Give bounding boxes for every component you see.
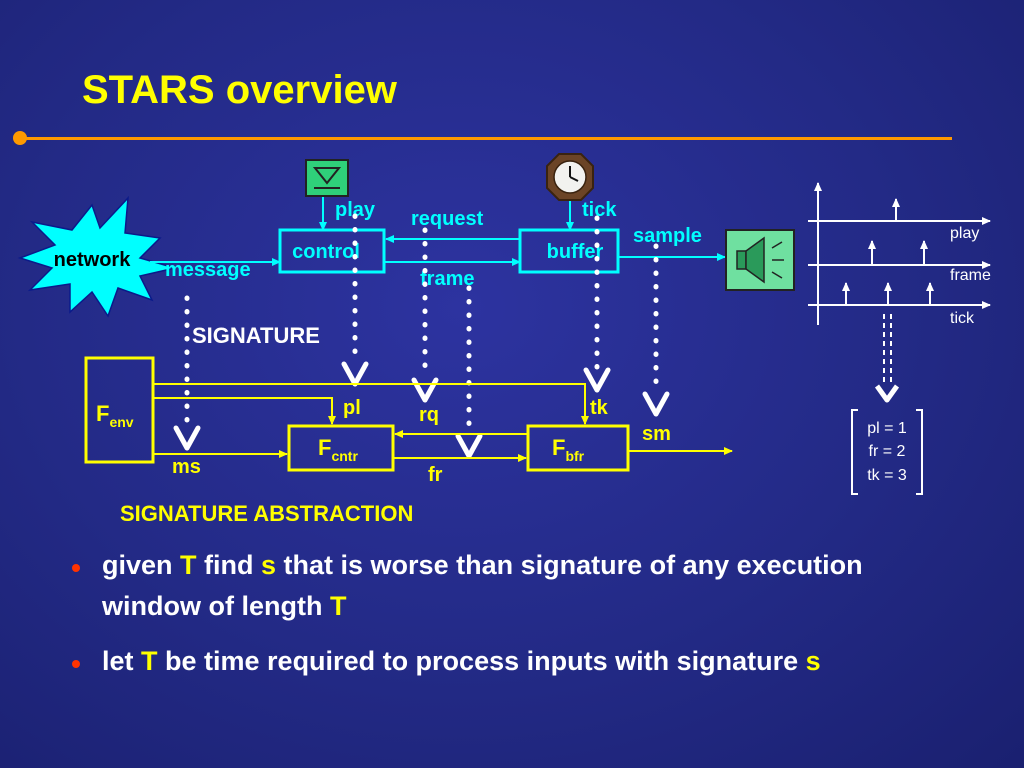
f-cntr-main: F [318,435,331,460]
signature-arrows [184,213,659,437]
f-cntr-sub: cntr [331,448,358,464]
f-env-main: F [96,401,109,426]
request-label: request [411,208,484,230]
message-label: message [165,259,251,281]
f-env-label: Fenv [96,401,134,430]
network-label: network [54,249,132,271]
f-cntr-label: Fcntr [318,435,358,464]
ms-label: ms [172,456,201,478]
abstraction-label: SIGNATURE ABSTRACTION [120,501,413,526]
value-pl: pl = 1 [867,420,907,437]
event-timeline [808,182,991,325]
value-tk: tk = 3 [867,467,907,484]
tick-label: tick [582,199,617,221]
pl-label: pl [343,397,361,419]
speaker-input-icon [305,159,349,197]
signature-label: SIGNATURE [192,323,320,348]
fr-label: fr [428,464,443,486]
rq-label: rq [419,404,439,426]
clock-icon [546,153,594,201]
signature-arrowheads [173,361,670,459]
f-bfr-main: F [552,435,565,460]
network-node: network [17,195,176,318]
title-rule-dot [13,131,27,145]
f-bfr-label: Fbfr [552,435,585,464]
tk-label: tk [590,397,609,419]
control-label: control [292,241,360,263]
sample-label: sample [633,225,702,247]
bullet-text: let T be time required to process inputs… [102,646,821,676]
bullet-list: given T find s that is worse than signat… [70,545,870,696]
f-cntr-box [287,424,395,472]
f-bfr-sub: bfr [565,448,584,464]
sm-label: sm [642,423,671,445]
bullet-dot [72,564,80,572]
timeline-tick-label: tick [950,310,975,327]
play-label: play [335,199,376,221]
buffer-label: buffer [547,241,604,263]
bullet-text: given T find s that is worse than signat… [102,550,863,621]
title-rule [26,137,952,140]
timeline-frame-label: frame [950,267,991,284]
stars-diagram: network control buffer play request tick… [17,153,991,526]
speaker-icon [725,229,795,291]
bullet-item: let T be time required to process inputs… [70,641,870,682]
control-box [278,228,386,274]
timeline-play-label: play [950,225,979,242]
bullet-dot [72,660,80,668]
bullet-item: given T find s that is worse than signat… [70,545,870,627]
timeline-down-arrow [874,314,900,403]
value-fr: fr = 2 [869,443,906,460]
network-burst [17,195,176,318]
f-env-sub: env [109,414,133,430]
signature-values: pl = 1 fr = 2 tk = 3 [851,409,923,495]
frame-label: frame [420,268,474,290]
f-env-box [84,356,155,464]
slide-title: STARS overview [82,68,397,112]
f-bfr-box [526,424,630,472]
abstraction-connectors [153,383,733,462]
